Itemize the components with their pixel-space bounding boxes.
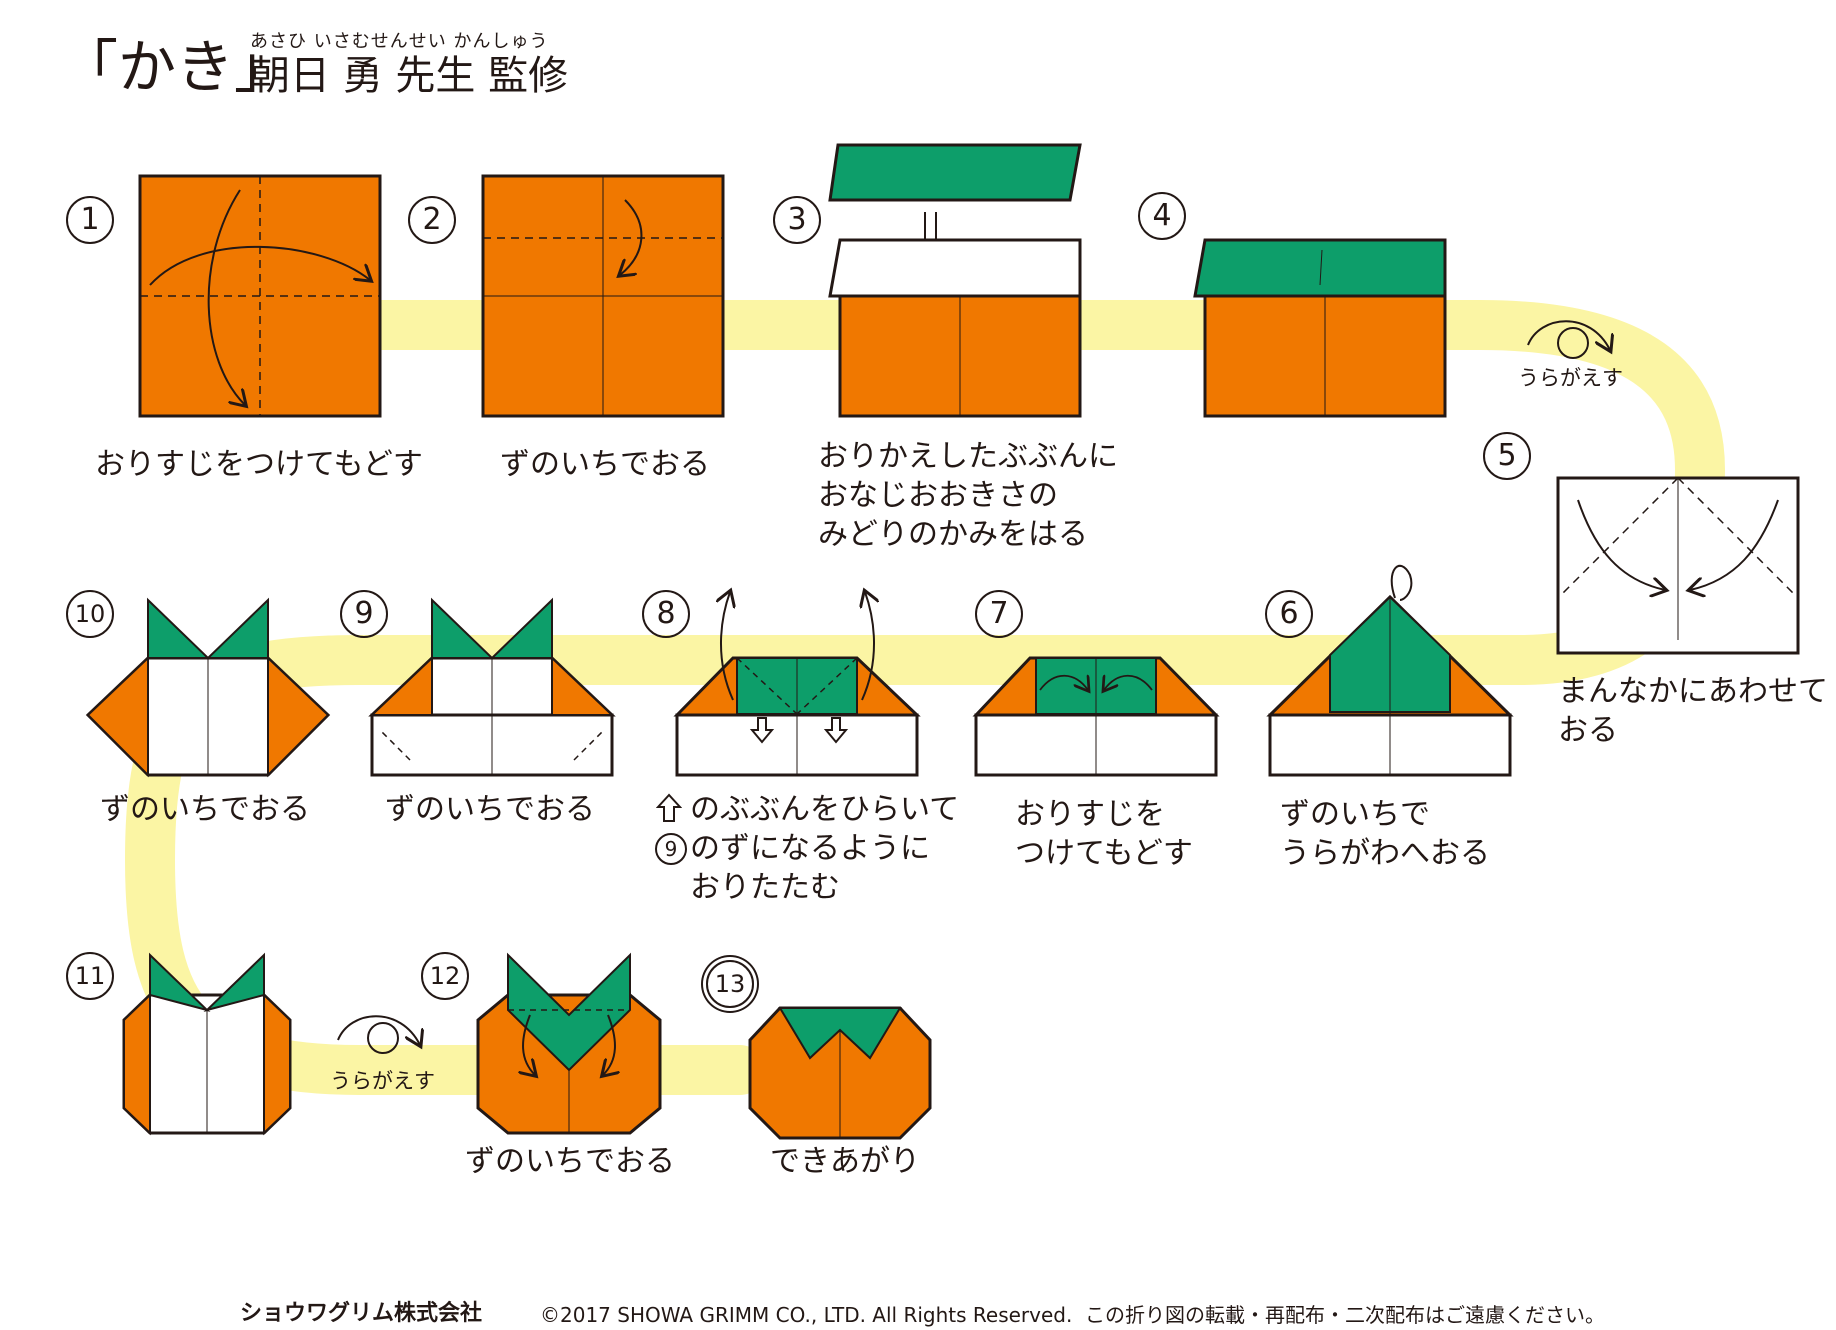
copyright-notice: ©2017 SHOWA GRIMM CO., LTD. All Rights R… bbox=[540, 1303, 1073, 1327]
step-3-diagram bbox=[828, 143, 1082, 418]
flip-label-2: うらがえす bbox=[330, 1069, 435, 1093]
supervisor-credit: 朝日 勇 先生 監修 bbox=[250, 53, 569, 99]
redistribution-note: この折り図の転載・再配布・二次配布はご遠慮ください。 bbox=[1085, 1303, 1605, 1327]
caption-step-1: おりすじをつけてもどす bbox=[95, 447, 423, 482]
step-11-diagram bbox=[122, 952, 292, 1136]
step-number-7: 7 bbox=[975, 590, 1023, 638]
caption-step-8: のぶぶんをひらいて のずになるように おりたたむ bbox=[690, 792, 960, 905]
flip-over-icon-2 bbox=[337, 1015, 420, 1054]
step-number-13: 13 bbox=[706, 960, 754, 1008]
company-logo: ショウワグリム株式会社 bbox=[240, 1301, 483, 1326]
step-number-4: 4 bbox=[1138, 192, 1186, 240]
step-9-reference: 9 bbox=[655, 833, 687, 865]
step-number-5: 5 bbox=[1483, 432, 1531, 480]
step-number-11: 11 bbox=[66, 952, 114, 1000]
step-13-diagram bbox=[748, 1006, 932, 1140]
page-title: 「かき」 bbox=[60, 33, 293, 101]
caption-step-5: まんなかにあわせて おる bbox=[1558, 674, 1828, 748]
open-arrow-icon bbox=[655, 793, 683, 823]
step-number-6: 6 bbox=[1265, 590, 1313, 638]
step-number-2: 2 bbox=[408, 196, 456, 244]
step-number-3: 3 bbox=[773, 196, 821, 244]
caption-step-13: できあがり bbox=[770, 1144, 920, 1179]
step-number-12: 12 bbox=[421, 952, 469, 1000]
step-number-10: 10 bbox=[66, 590, 114, 638]
step-9-diagram bbox=[368, 597, 616, 777]
caption-step-3: おりかえしたぶぶんに おなじおおきさの みどりのかみをはる bbox=[818, 439, 1118, 552]
step-1-diagram bbox=[138, 174, 382, 418]
step-12-diagram bbox=[476, 952, 662, 1135]
caption-step-12: ずのいちでおる bbox=[465, 1144, 675, 1179]
flip-label-1: うらがえす bbox=[1518, 366, 1623, 390]
step-8-diagram bbox=[673, 592, 921, 777]
step-6-diagram bbox=[1266, 564, 1514, 777]
step-number-9: 9 bbox=[340, 590, 388, 638]
step-2-diagram bbox=[481, 174, 725, 418]
step-7-diagram bbox=[972, 656, 1220, 777]
caption-step-6: ずのいちで うらがわへおる bbox=[1280, 797, 1490, 871]
flip-over-icon bbox=[1527, 320, 1610, 359]
caption-step-9: ずのいちでおる bbox=[385, 792, 595, 827]
step-number-1: 1 bbox=[66, 196, 114, 244]
step-4-diagram bbox=[1193, 238, 1447, 418]
step-5-diagram bbox=[1556, 476, 1800, 655]
caption-step-2: ずのいちでおる bbox=[500, 447, 710, 482]
caption-step-7: おりすじを つけてもどす bbox=[1015, 797, 1193, 871]
supervisor-ruby: あさひ いさむせんせい かんしゅう bbox=[250, 31, 549, 52]
step-10-diagram bbox=[85, 597, 331, 778]
step-number-8: 8 bbox=[642, 590, 690, 638]
caption-step-10: ずのいちでおる bbox=[100, 792, 310, 827]
